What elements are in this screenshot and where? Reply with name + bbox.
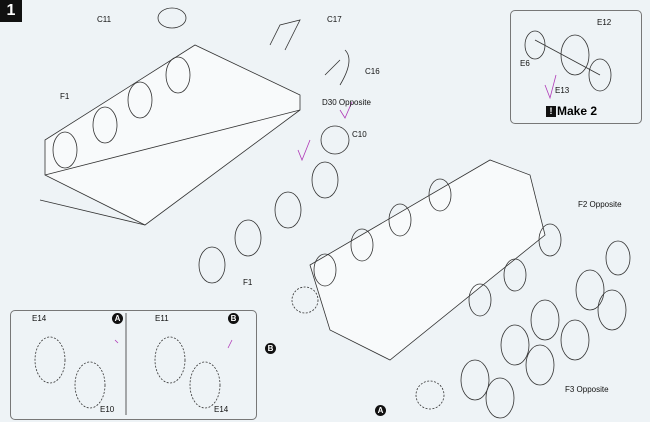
wheels-f2 (575, 240, 631, 331)
sprocket-b (291, 286, 319, 314)
wheels-f1 (198, 161, 339, 284)
part-c16 (324, 49, 350, 86)
inset-badge-b: B (228, 313, 239, 324)
hull-left (44, 44, 301, 226)
label-e6: E6 (520, 59, 530, 68)
road-wheels-upper (52, 56, 191, 169)
road-wheels-right (313, 178, 562, 317)
label-e11: E11 (155, 314, 169, 323)
sprocket-a (415, 380, 445, 410)
label-c17: C17 (327, 15, 342, 24)
label-f1-top: F1 (60, 92, 70, 101)
warning-icon: ! (546, 106, 556, 117)
part-c17 (269, 19, 301, 51)
part-c11 (157, 7, 187, 29)
inset-badge-a: A (112, 313, 123, 324)
label-e10: E10 (100, 405, 115, 414)
label-e12: E12 (597, 18, 612, 27)
step-number: 1 (0, 0, 22, 22)
make-2-note: !Make 2 (546, 104, 597, 118)
inset-make-2 (510, 10, 642, 124)
label-e14-a: E14 (32, 314, 47, 323)
label-d30: D30 Opposite (322, 98, 371, 107)
check-marks (114, 74, 557, 349)
badge-b: B (265, 343, 276, 354)
label-f1-bottom: F1 (243, 278, 253, 287)
label-f3: F3 Opposite (565, 385, 609, 394)
label-c16: C16 (365, 67, 380, 76)
inset-sprockets (10, 310, 257, 420)
label-f2: F2 Opposite (578, 200, 622, 209)
make-2-text: Make 2 (557, 104, 598, 118)
label-c10: C10 (352, 130, 367, 139)
hull-right (309, 159, 546, 361)
badge-a: A (375, 405, 386, 416)
label-c11: C11 (97, 15, 112, 24)
part-c10 (320, 125, 350, 155)
wheels-f3 (460, 299, 590, 419)
label-e13: E13 (555, 86, 570, 95)
label-e14-b: E14 (214, 405, 229, 414)
